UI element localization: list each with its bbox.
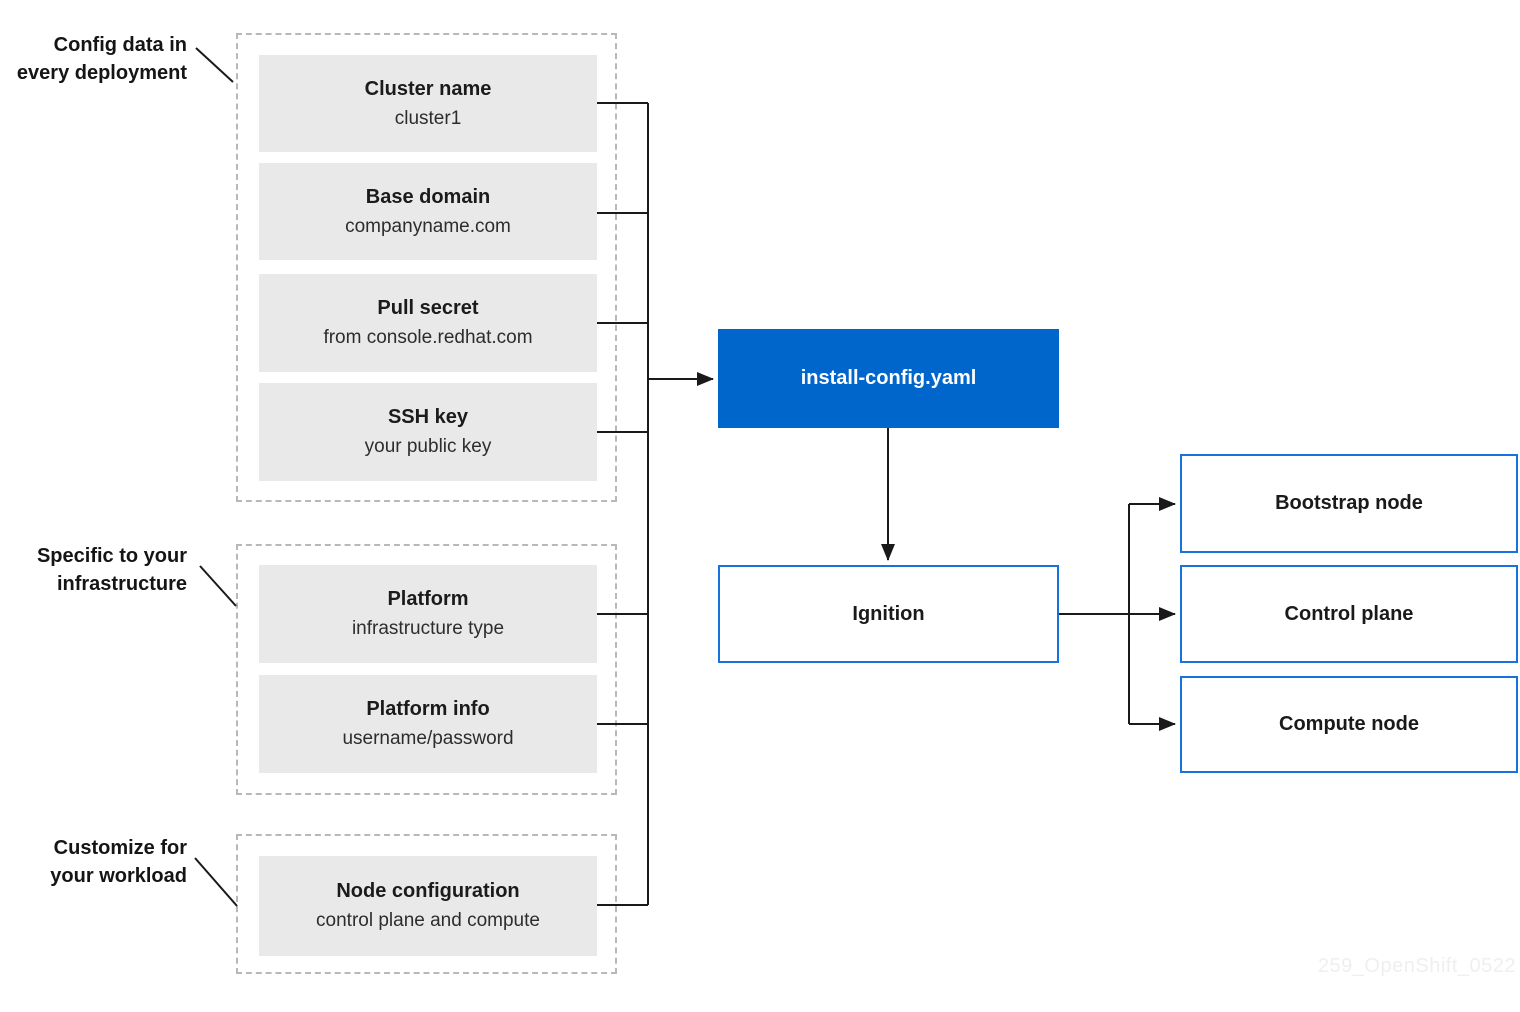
control-plane-box: Control plane [1180,565,1518,663]
item-pull-secret-title: Pull secret [377,297,479,319]
bootstrap-node-box: Bootstrap node [1180,454,1518,553]
group-infrastructure [236,544,617,795]
label-specific-line1: Specific to your [36,545,187,567]
group-config-data [236,33,617,502]
item-ssh-key-title: SSH key [387,406,469,428]
item-ssh-key: SSH key your public key [259,383,597,481]
item-base-domain: Base domain companyname.com [259,163,597,260]
compute-node-box: Compute node [1180,676,1518,773]
install-config-yaml-box: install-config.yaml [718,329,1059,428]
item-pull-secret-subtitle: from console.redhat.com [323,327,533,348]
item-cluster-name-title: Cluster name [364,77,492,100]
tick-config-data-label [195,47,234,83]
tick-customize-label [194,857,238,907]
label-config-data-line2: every deployment [16,62,187,84]
item-base-domain-title: Base domain [365,185,491,208]
label-specific-line2: infrastructure [56,573,187,595]
item-cluster-name: Cluster name cluster1 [259,55,597,152]
label-config-data-line1: Config data in [53,34,187,56]
item-platform-info: Platform info username/password [259,675,597,773]
item-cluster-name-subtitle: cluster1 [394,107,462,129]
item-platform: Platform infrastructure type [259,565,597,663]
item-node-configuration-title: Node configuration [336,880,520,902]
item-platform-info-title: Platform info [366,698,490,720]
item-platform-info-subtitle: username/password [342,728,514,749]
item-platform-subtitle: infrastructure type [351,618,505,639]
label-customize-line1: Customize for [53,837,187,859]
item-platform-title: Platform [387,588,469,610]
label-customize: Customize for your workload [0,834,187,890]
label-specific: Specific to your infrastructure [0,542,187,598]
watermark-text: 259_OpenShift_0522 [1317,955,1516,977]
item-node-configuration-subtitle: control plane and compute [316,910,540,931]
tick-specific-label [199,565,237,607]
item-pull-secret: Pull secret from console.redhat.com [259,274,597,372]
ignition-box: Ignition [718,565,1059,663]
label-customize-line2: your workload [50,865,187,887]
item-ssh-key-subtitle: your public key [364,436,492,457]
item-base-domain-subtitle: companyname.com [345,215,511,237]
label-config-data: Config data in every deployment [0,31,187,87]
item-node-configuration: Node configuration control plane and com… [259,856,597,956]
